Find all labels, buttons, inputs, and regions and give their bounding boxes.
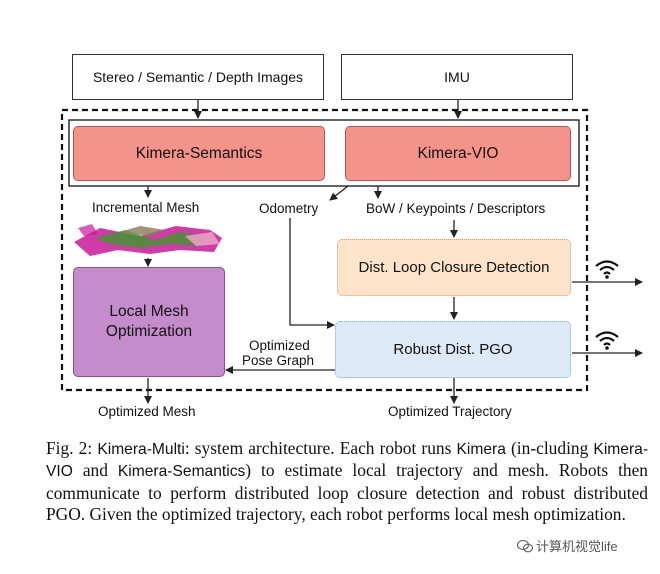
incremental-mesh-label: Incremental Mesh <box>92 200 200 215</box>
robot-boundary <box>60 108 589 392</box>
wifi-icon <box>595 331 619 350</box>
optimized-mesh-label: Optimized Mesh <box>98 404 196 419</box>
kimera-semantics-module: Kimera-Semantics <box>73 126 325 181</box>
caption-s3: Kimera-VIO <box>46 441 649 481</box>
chat-icon <box>517 539 533 552</box>
caption-s1: Kimera-Multi <box>97 441 185 458</box>
wifi-icon <box>595 260 619 279</box>
opt-pose-graph-line1: Optimized <box>249 338 310 353</box>
caption-fig: Fig. 2: <box>46 438 93 458</box>
caption-t2: (in-cluding <box>505 438 594 458</box>
watermark: 计算机视觉life <box>515 536 620 555</box>
imu-input-box: IMU <box>341 54 573 100</box>
caption-t3: and <box>72 460 118 481</box>
mesh-opt-line2: Optimization <box>105 323 193 340</box>
optimized-trajectory-label: Optimized Trajectory <box>388 404 512 419</box>
caption-t1: : system architecture. Each robot runs <box>184 438 457 458</box>
sensors-input-box: Stereo / Semantic / Depth Images <box>72 54 324 100</box>
mesh-optimization-module: Local Mesh Optimization <box>73 267 225 377</box>
pgo-module: Robust Dist. PGO <box>335 321 571 378</box>
loop-closure-module: Dist. Loop Closure Detection <box>337 239 571 296</box>
kimera-frame <box>68 119 580 187</box>
caption-s4: Kimera-Semantics <box>117 463 246 481</box>
caption-s2: Kimera <box>456 441 506 458</box>
kimera-vio-module: Kimera-VIO <box>345 126 571 181</box>
mesh-opt-line1: Local Mesh <box>109 303 189 320</box>
odometry-label: Odometry <box>259 201 319 216</box>
watermark-text: 计算机视觉life <box>536 539 618 554</box>
mesh-image <box>72 222 224 258</box>
arrow-odometry <box>329 185 349 201</box>
figure-caption: Fig. 2: Kimera-Multi: system architectur… <box>46 438 648 525</box>
bow-label: BoW / Keypoints / Descriptors <box>366 201 546 216</box>
arrow-odometry-to-pgo <box>289 218 335 329</box>
caption-t4: ) to estimate local trajectory and mesh.… <box>46 460 649 524</box>
diagram-connections <box>60 100 643 404</box>
opt-pose-graph-line2: Pose Graph <box>242 353 315 368</box>
